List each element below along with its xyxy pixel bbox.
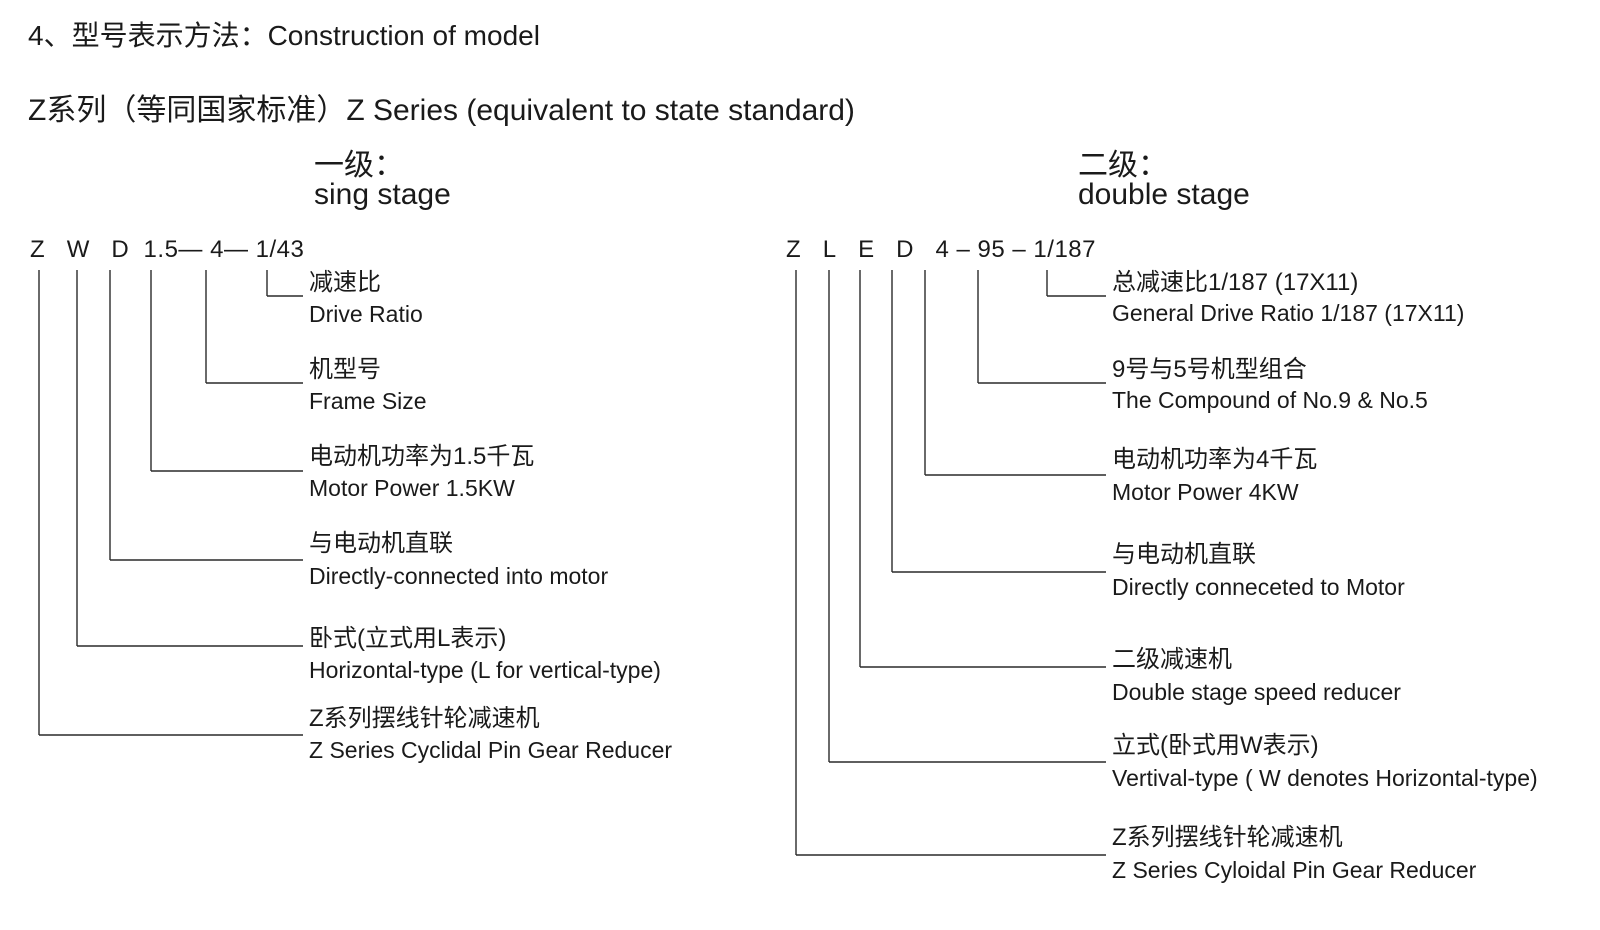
code-part: 95	[977, 236, 1006, 263]
code-part: W	[66, 236, 90, 263]
double-stage-model-code: Z L E D 4 – 95 – 1/187	[786, 236, 1096, 264]
label-vertical-type: 立式(卧式用W表示) Vertival-type ( W denotes Hor…	[1112, 732, 1538, 792]
code-separator: —	[178, 236, 203, 263]
code-part: 4	[210, 236, 224, 263]
code-part: 4	[935, 236, 950, 263]
label-double-stage-reducer: 二级减速机 Double stage speed reducer	[1112, 646, 1401, 706]
code-part: D	[111, 236, 130, 263]
code-separator: –	[956, 236, 971, 263]
label-frame-size: 机型号 Frame Size	[309, 356, 427, 415]
series-subheading: Z系列（等同国家标准）Z Series (equivalent to state…	[28, 94, 855, 127]
code-part: 1.5	[143, 236, 179, 263]
label-general-drive-ratio: 总减速比1/187 (17X11) General Drive Ratio 1/…	[1112, 269, 1465, 327]
code-separator: –	[1012, 236, 1027, 263]
label-z-series: Z系列摆线针轮减速机 Z Series Cyclidal Pin Gear Re…	[309, 705, 673, 764]
label-motor-power-4kw: 电动机功率为4千瓦 Motor Power 4KW	[1112, 446, 1318, 506]
code-part: Z	[786, 236, 802, 263]
code-part: Z	[30, 236, 46, 263]
single-stage-title-zh: 一级：	[314, 149, 404, 182]
section-heading: 4、型号表示方法：Construction of model	[28, 20, 540, 51]
code-part: 1/187	[1033, 236, 1096, 263]
code-part: D	[896, 236, 914, 263]
double-stage-title-en: double stage	[1078, 178, 1250, 211]
label-direct-connected-2: 与电动机直联 Directly conneceted to Motor	[1112, 541, 1405, 601]
label-horizontal-type: 卧式(立式用L表示) Horizontal-type (L for vertic…	[309, 625, 661, 684]
code-part: E	[858, 236, 875, 263]
code-part: L	[822, 236, 837, 263]
single-stage-title-en: sing stage	[314, 178, 451, 211]
single-stage-model-code: Z W D 1.5— 4— 1/43	[30, 236, 304, 264]
label-drive-ratio: 减速比 Drive Ratio	[309, 269, 423, 328]
label-motor-power: 电动机功率为1.5千瓦 Motor Power 1.5KW	[309, 443, 535, 502]
label-direct-connected: 与电动机直联 Directly-connected into motor	[309, 530, 609, 590]
label-compound: 9号与5号机型组合 The Compound of No.9 & No.5	[1112, 356, 1428, 414]
double-stage-title-zh: 二级：	[1078, 149, 1168, 182]
code-separator: —	[223, 236, 249, 263]
code-part: 1/43	[255, 236, 305, 263]
label-z-series-2: Z系列摆线针轮减速机 Z Series Cyloidal Pin Gear Re…	[1112, 824, 1477, 884]
